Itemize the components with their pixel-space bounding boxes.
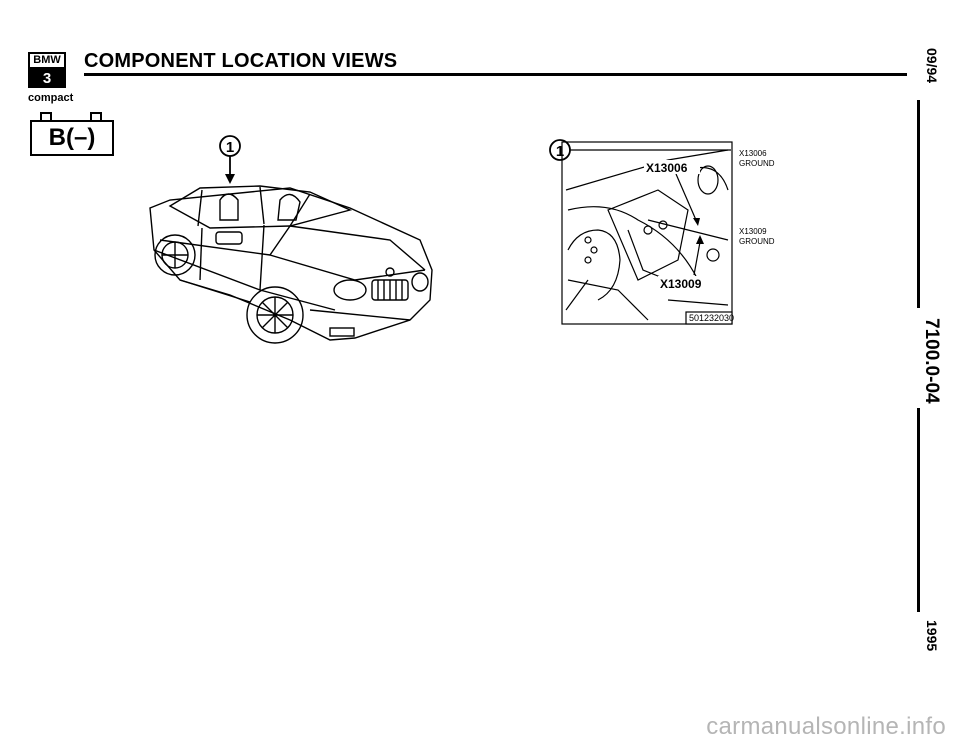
legend-id-2: X13009 bbox=[739, 227, 767, 236]
logo-bmw-text: BMW bbox=[28, 52, 66, 69]
page-title: COMPONENT LOCATION VIEWS bbox=[84, 50, 398, 72]
figure-number: 501232030 bbox=[689, 313, 734, 323]
legend-id-1: X13006 bbox=[739, 149, 767, 158]
watermark-text: carmanualsonline.info bbox=[706, 713, 946, 740]
side-rule-1 bbox=[917, 100, 920, 308]
car-drawing: 1 bbox=[149, 135, 433, 344]
side-date: 09/94 bbox=[924, 48, 940, 84]
side-year: 1995 bbox=[924, 620, 940, 652]
legend-desc-1: GROUND bbox=[739, 159, 775, 168]
inset-label-x13009: X13009 bbox=[660, 277, 702, 291]
logo-series-number: 3 bbox=[28, 69, 66, 88]
side-rule-2 bbox=[917, 408, 920, 612]
component-label: B(–) bbox=[30, 120, 114, 156]
car-illustration: 1 bbox=[140, 130, 450, 360]
battery-post-left bbox=[40, 112, 52, 121]
legend-desc-2: GROUND bbox=[739, 237, 775, 246]
ground-location-detail: 1 X13006 X13009 501232030 X13006 GR bbox=[548, 130, 798, 330]
detail-drawing: 1 X13006 X13009 501232030 X13006 GR bbox=[549, 139, 775, 325]
detail-callout-number: 1 bbox=[556, 143, 564, 160]
car-callout-number: 1 bbox=[226, 139, 234, 156]
bmw-3-logo: BMW 3 bbox=[28, 52, 66, 90]
battery-post-right bbox=[90, 112, 102, 121]
battery-symbol: B(–) bbox=[30, 112, 114, 156]
inset-label-x13006: X13006 bbox=[646, 161, 688, 175]
logo-subtitle: compact bbox=[28, 92, 74, 104]
side-doc-number: 7100.0-04 bbox=[921, 318, 942, 404]
title-rule bbox=[84, 73, 907, 76]
